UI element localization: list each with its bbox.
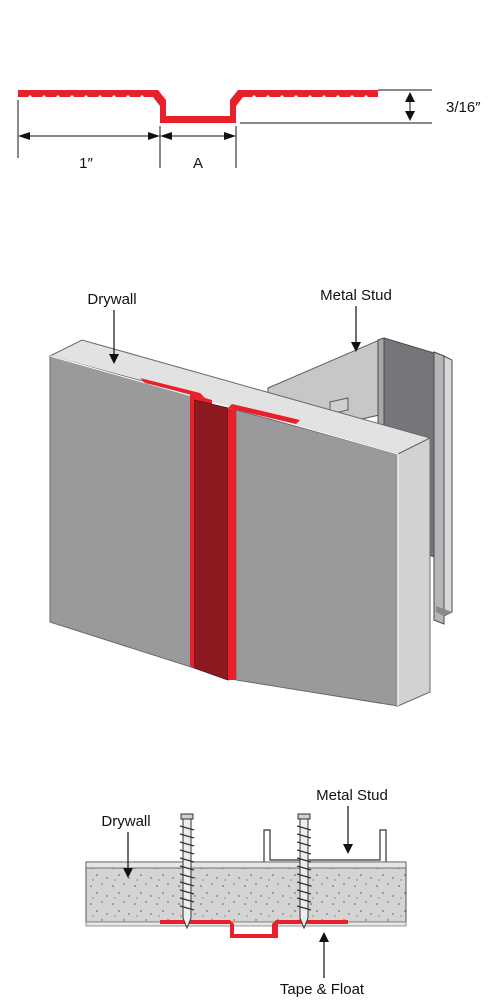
- knurl-marks: [28, 95, 368, 99]
- isometric-assembly: Drywall Metal Stud: [48, 287, 453, 707]
- dimension-arrowheads: [18, 92, 415, 140]
- tape-float-layer: [85, 921, 407, 927]
- screw-right: [296, 813, 312, 930]
- iso-drywall-arrow: [109, 354, 119, 364]
- reveal-profile-section: [160, 920, 348, 938]
- section-drywall-arrow: [123, 868, 133, 878]
- reveal-profile-shape: [18, 90, 378, 123]
- dim-reveal-label: A: [193, 155, 203, 172]
- section-tape-arrow: [319, 932, 329, 942]
- section-tape-label: Tape & Float: [280, 981, 365, 998]
- iso-stud-label: Metal Stud: [320, 287, 392, 304]
- drywall-board-iso: [48, 339, 432, 707]
- section-stud-arrow: [343, 844, 353, 854]
- section-drywall-label: Drywall: [101, 813, 150, 830]
- iso-stud-arrow: [351, 342, 361, 352]
- section-assembly: Drywall Metal Stud Tape & Float: [85, 787, 407, 998]
- metal-stud-section: [263, 829, 387, 867]
- dim-depth-label: 3/16″: [446, 99, 481, 116]
- drywall-board-section: [85, 861, 407, 923]
- reveal-channel-iso: [190, 394, 236, 681]
- dim-width-label: 1″: [79, 155, 93, 172]
- reveal-profile-drawing: 1″ A 3/16″: [17, 89, 481, 172]
- section-stud-label: Metal Stud: [316, 787, 388, 804]
- screw-left: [179, 813, 195, 930]
- iso-drywall-label: Drywall: [87, 291, 136, 308]
